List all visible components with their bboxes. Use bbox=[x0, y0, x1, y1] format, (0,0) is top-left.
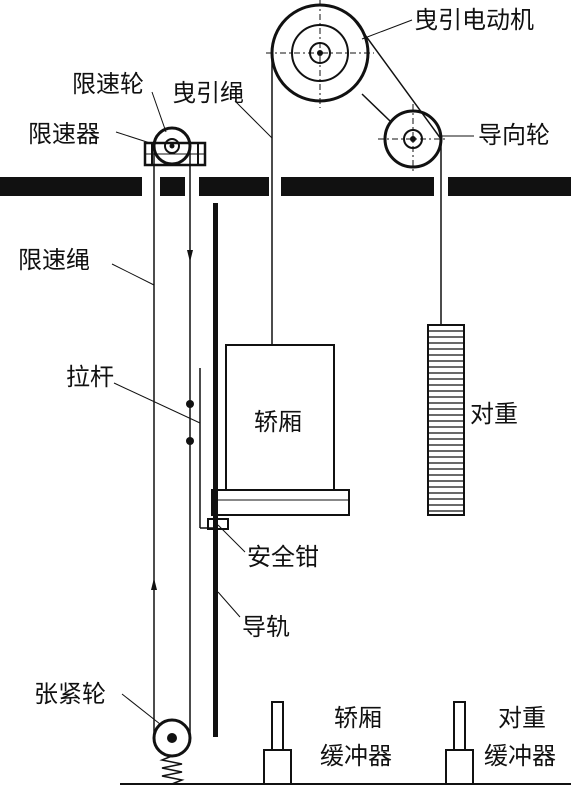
rope-down-arrow-icon bbox=[187, 250, 193, 262]
label-traction-rope: 曳引绳 bbox=[172, 79, 244, 107]
label-traction-machine: 曳引电动机 bbox=[414, 6, 534, 34]
safety-gear bbox=[207, 518, 229, 530]
leader-lines bbox=[111, 19, 474, 725]
label-governor-rope: 限速绳 bbox=[18, 246, 90, 274]
guide-sheave bbox=[378, 104, 448, 174]
spring-icon bbox=[159, 755, 185, 785]
label-governor-sheave: 限速轮 bbox=[72, 70, 144, 98]
label-counterweight: 对重 bbox=[470, 400, 518, 428]
governor-rope bbox=[151, 146, 194, 738]
label-cw-buffer-line1: 对重 bbox=[498, 704, 546, 732]
label-guide-sheave: 导向轮 bbox=[478, 121, 550, 149]
counterweight-buffer bbox=[445, 701, 474, 785]
label-car: 轿厢 bbox=[254, 408, 302, 436]
label-governor: 限速器 bbox=[28, 120, 100, 148]
label-car-buffer-line2: 缓冲器 bbox=[320, 742, 392, 770]
speed-governor bbox=[143, 126, 207, 167]
label-guide-rail: 导轨 bbox=[242, 613, 290, 641]
machine-room-floor bbox=[0, 177, 571, 196]
label-car-buffer-line1: 轿厢 bbox=[334, 704, 382, 732]
rope-up-arrow-icon bbox=[151, 578, 157, 590]
tension-sheave bbox=[152, 718, 192, 785]
label-tension-sheave: 张紧轮 bbox=[34, 680, 106, 708]
traction-machine-sheave bbox=[266, 0, 374, 108]
guide-rail bbox=[213, 203, 218, 737]
label-pull-rod: 拉杆 bbox=[66, 363, 114, 391]
counterweight-block bbox=[427, 324, 465, 516]
label-cw-buffer-line2: 缓冲器 bbox=[484, 742, 556, 770]
label-safety-gear: 安全钳 bbox=[247, 543, 319, 571]
car-buffer bbox=[263, 701, 292, 785]
elevator-car bbox=[211, 344, 350, 516]
